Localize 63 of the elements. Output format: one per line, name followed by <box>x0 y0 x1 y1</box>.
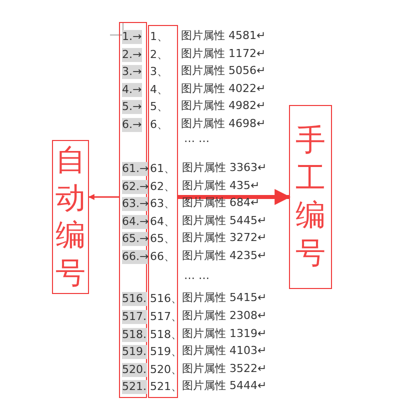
list-number: 517. <box>122 310 146 324</box>
list-text: 图片属性 2308↵ <box>182 309 267 323</box>
arrow <box>88 194 119 200</box>
list-text: 图片属性 4235↵ <box>182 249 267 263</box>
list-number: 517、 <box>150 310 182 324</box>
list-text: 图片属性 5444↵ <box>182 379 267 393</box>
list-text: 图片属性 3272↵ <box>182 231 267 245</box>
arrow <box>178 189 291 205</box>
list-number: 61、 <box>150 162 175 176</box>
list-number: 63.→ <box>122 197 149 211</box>
list-number: 521. <box>122 380 146 394</box>
list-number: 64、 <box>150 215 175 229</box>
label-box <box>289 105 332 289</box>
list-number: 4.→ <box>122 83 142 97</box>
list-number: 61.→ <box>122 162 149 176</box>
list-text: 图片属性 4982↵ <box>181 99 266 113</box>
list-number: 4、 <box>150 83 168 97</box>
list-text: 图片属性 3363↵ <box>182 161 267 175</box>
number-column <box>148 25 178 398</box>
list-number: 66.→ <box>122 250 149 264</box>
list-number: 518、 <box>150 328 182 342</box>
list-text: 图片属性 1319↵ <box>182 327 267 341</box>
list-number: 516、 <box>150 292 182 306</box>
list-text: … … <box>184 132 210 146</box>
list-text: 图片属性 435↵ <box>182 179 260 193</box>
list-number: 65.→ <box>122 232 149 246</box>
list-number: 3、 <box>150 65 168 79</box>
list-number: 2.→ <box>122 48 142 62</box>
list-number: 63、 <box>150 197 175 211</box>
list-number: 1、 <box>150 30 168 44</box>
list-text: 图片属性 1172↵ <box>181 47 266 61</box>
list-number: 519. <box>122 345 146 359</box>
list-text: 图片属性 4698↵ <box>181 117 266 131</box>
list-text: 图片属性 5415↵ <box>182 291 267 305</box>
list-number: 2、 <box>150 48 168 62</box>
list-number: 519、 <box>150 345 182 359</box>
vertical-title: 手工编号 <box>296 122 326 272</box>
list-number: 6、 <box>150 118 168 132</box>
list-text: 图片属性 5056↵ <box>181 64 266 78</box>
list-number: 66、 <box>150 250 175 264</box>
list-text: 图片属性 5445↵ <box>182 214 267 228</box>
list-number: 3.→ <box>122 65 142 79</box>
list-number: 518. <box>122 328 146 342</box>
list-number: 65、 <box>150 232 175 246</box>
list-number: 520、 <box>150 363 182 377</box>
list-text: 图片属性 4581↵ <box>181 29 266 43</box>
list-number: 62.→ <box>122 180 149 194</box>
list-number: 520. <box>122 363 146 377</box>
list-number: 1.→ <box>122 30 142 44</box>
list-number: 516. <box>122 292 146 306</box>
list-number: 64.→ <box>122 215 149 229</box>
list-text: 图片属性 4103↵ <box>182 344 267 358</box>
list-text: 图片属性 4022↵ <box>181 82 266 96</box>
list-text: 图片属性 684↵ <box>182 196 260 210</box>
list-number: 5、 <box>150 100 168 114</box>
list-number: 521、 <box>150 380 182 394</box>
list-text: 图片属性 3522↵ <box>182 362 267 376</box>
number-column <box>119 22 147 398</box>
list-text: … … <box>184 269 210 283</box>
list-number: 5.→ <box>122 100 142 114</box>
vertical-title: 自动编号 <box>56 142 86 292</box>
list-number: 6.→ <box>122 118 142 132</box>
list-number: 62、 <box>150 180 175 194</box>
